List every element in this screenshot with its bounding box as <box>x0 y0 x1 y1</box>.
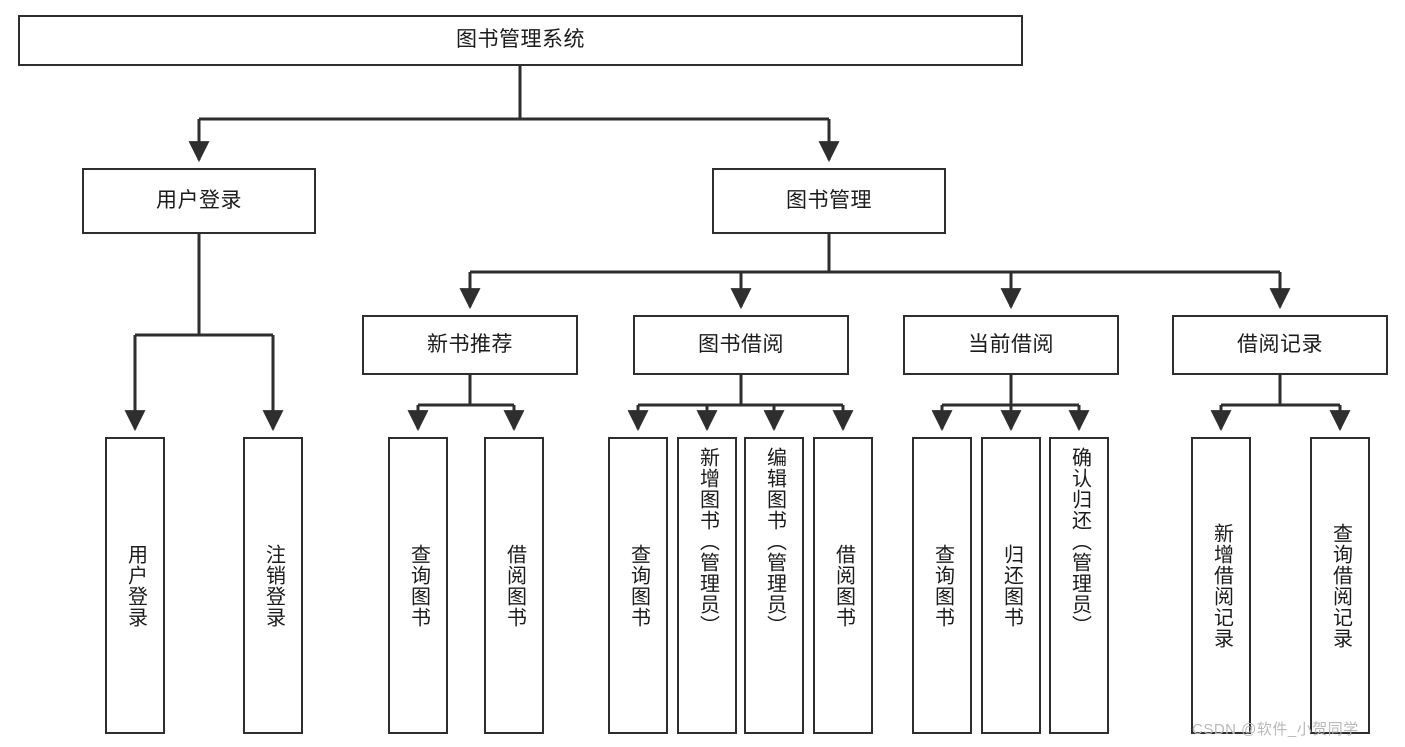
node-root[interactable]: 图书管理系统 <box>18 15 1023 66</box>
leaf-node[interactable]: 借阅图书 <box>813 437 873 734</box>
node-book-borrow[interactable]: 图书借阅 <box>633 315 849 375</box>
leaf-node-label: 查询图书 <box>407 543 430 628</box>
node-borrow-records[interactable]: 借阅记录 <box>1172 315 1388 375</box>
leaf-node[interactable]: 用户登录 <box>105 437 165 734</box>
csdn-watermark: CSDN @软件_小贺同学 <box>1192 721 1359 738</box>
leaf-node-label: 用户登录 <box>124 543 147 628</box>
leaf-node-label: 查询借阅记录 <box>1329 522 1352 649</box>
leaf-node-label: 确认归还（管理员） <box>1068 447 1091 636</box>
leaf-node[interactable]: 确认归还（管理员） <box>1049 437 1109 734</box>
leaf-node[interactable]: 借阅图书 <box>484 437 544 734</box>
node-new-book-recommend-label: 新书推荐 <box>427 332 513 356</box>
leaf-node-label: 新增借阅记录 <box>1210 522 1233 649</box>
leaf-node[interactable]: 新增借阅记录 <box>1191 437 1251 734</box>
leaf-node-label: 查询图书 <box>931 543 954 628</box>
leaf-node-label: 注销登录 <box>262 543 285 628</box>
leaf-node[interactable]: 查询借阅记录 <box>1310 437 1370 734</box>
node-new-book-recommend[interactable]: 新书推荐 <box>362 315 578 375</box>
node-book-management-label: 图书管理 <box>786 188 872 212</box>
leaf-node[interactable]: 查询图书 <box>912 437 972 734</box>
node-user-login[interactable]: 用户登录 <box>82 168 316 234</box>
node-user-login-label: 用户登录 <box>156 188 242 212</box>
node-current-borrow[interactable]: 当前借阅 <box>903 315 1119 375</box>
leaf-node-label: 借阅图书 <box>832 543 855 628</box>
node-root-label: 图书管理系统 <box>456 28 585 52</box>
leaf-node-label: 新增图书（管理员） <box>696 447 719 636</box>
leaf-node-label: 归还图书 <box>1000 543 1023 628</box>
leaf-node-label: 编辑图书（管理员） <box>763 447 786 636</box>
leaf-node[interactable]: 查询图书 <box>608 437 668 734</box>
node-current-borrow-label: 当前借阅 <box>968 332 1054 356</box>
node-book-borrow-label: 图书借阅 <box>698 332 784 356</box>
leaf-node[interactable]: 编辑图书（管理员） <box>744 437 804 734</box>
leaf-node-label: 查询图书 <box>627 543 650 628</box>
node-borrow-records-label: 借阅记录 <box>1237 332 1323 356</box>
node-book-management[interactable]: 图书管理 <box>712 168 946 234</box>
leaf-node[interactable]: 查询图书 <box>388 437 448 734</box>
leaf-node[interactable]: 注销登录 <box>243 437 303 734</box>
leaf-node[interactable]: 新增图书（管理员） <box>677 437 737 734</box>
leaf-node-label: 借阅图书 <box>503 543 526 628</box>
leaf-node[interactable]: 归还图书 <box>981 437 1041 734</box>
